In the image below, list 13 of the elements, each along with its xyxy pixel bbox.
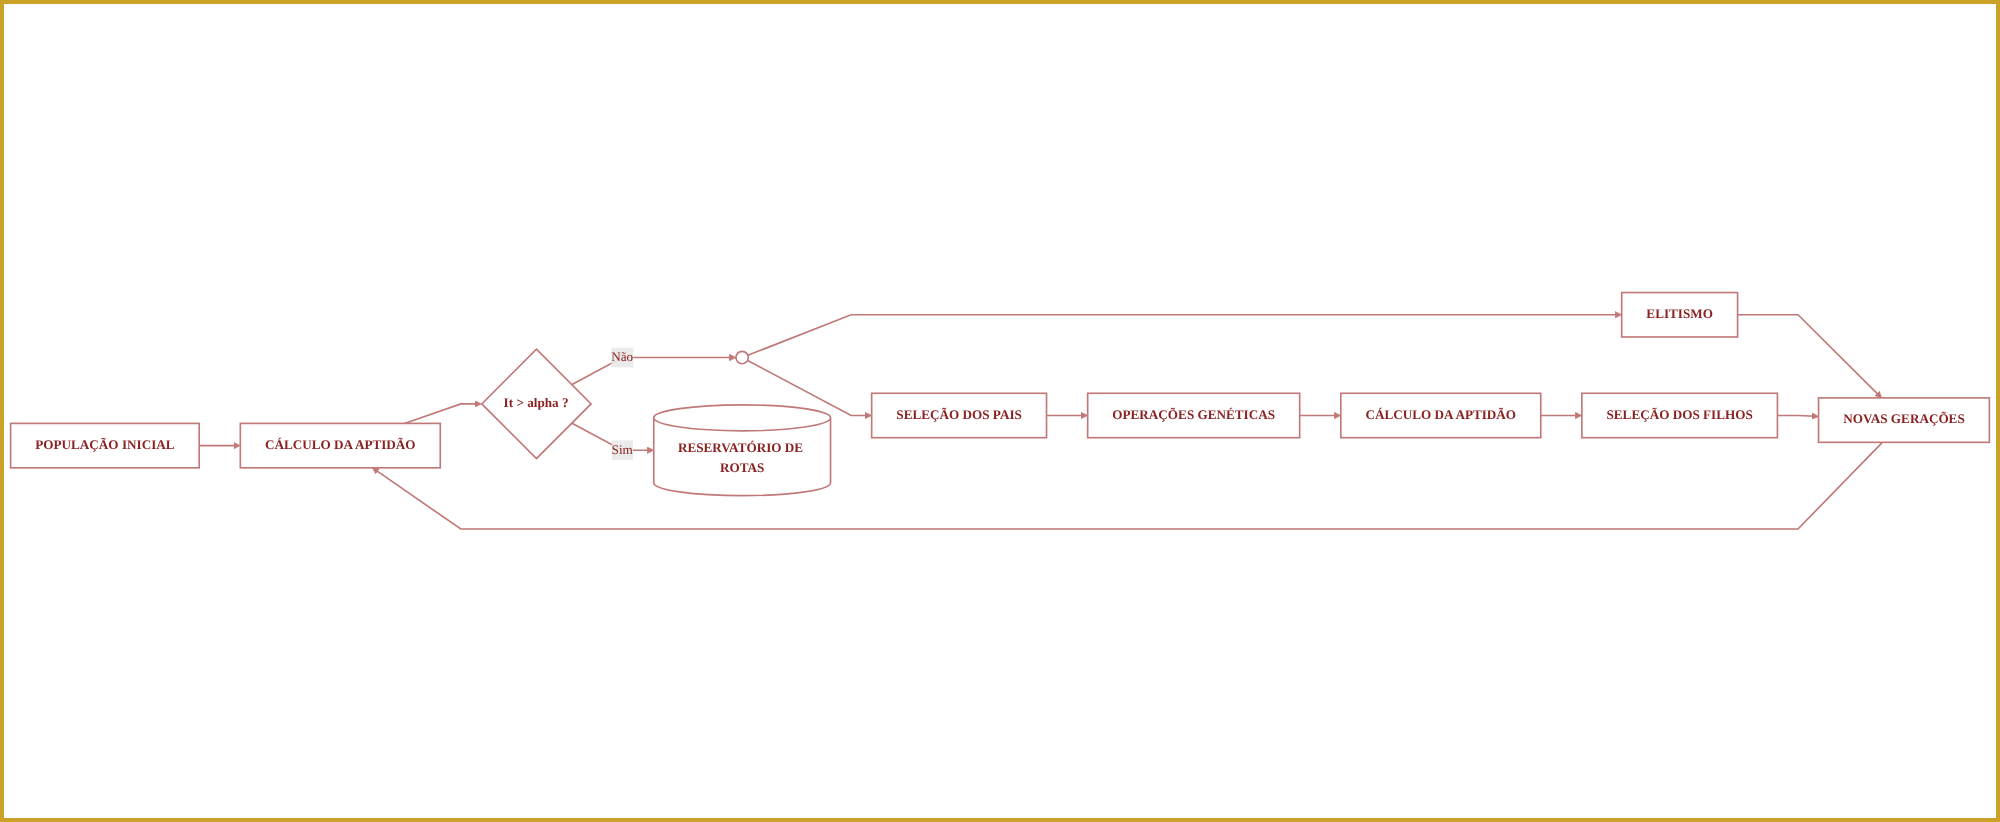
arrow (746, 359, 872, 420)
arrow (570, 422, 655, 455)
node-circle (735, 350, 750, 365)
arrow (747, 311, 1623, 357)
arrow (198, 442, 241, 450)
arrow (403, 400, 482, 425)
arrow (1539, 412, 1583, 420)
arrow (1045, 412, 1088, 420)
arrow (570, 354, 737, 386)
arrow (372, 441, 1884, 531)
arrow (1776, 412, 1819, 420)
arrow (1736, 314, 1882, 399)
arrow (1298, 412, 1342, 420)
